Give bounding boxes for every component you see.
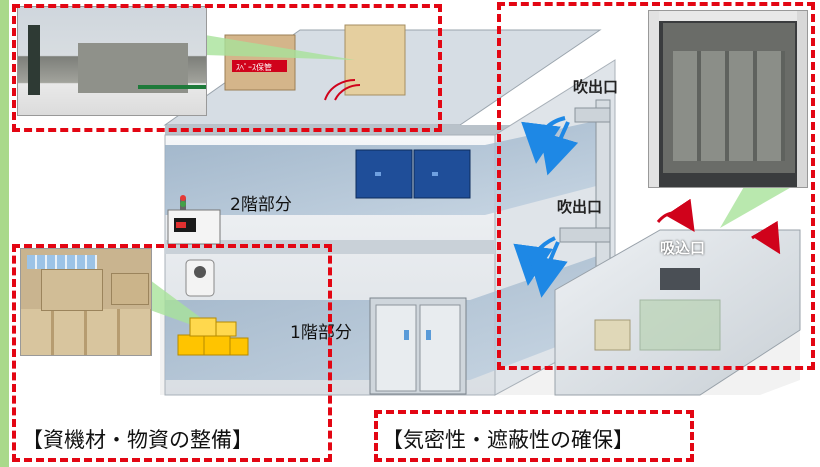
filter-unit <box>639 299 721 351</box>
callout-wedge-filter <box>720 185 795 228</box>
wall-device-dial <box>194 266 206 278</box>
vent-upper-label: 吹出口 <box>573 78 619 96</box>
floor2-door-left <box>355 149 413 199</box>
intake-arrow-left <box>656 198 695 232</box>
left-accent-stripe <box>0 0 9 467</box>
rooftop-sign <box>232 60 287 72</box>
airflow-upper-arrow-2 <box>539 121 579 176</box>
callout-wedge-roof <box>205 35 355 60</box>
intake-opening <box>660 268 700 290</box>
caption-supplies: 【資機材・物資の整備】 <box>20 424 255 454</box>
vent-lower-label: 吹出口 <box>557 198 603 216</box>
vent-lower-outlet <box>559 227 611 243</box>
rooftop-photo <box>17 6 207 116</box>
rooftop-pipes <box>324 79 361 101</box>
airflow-lower-arrow-2 <box>528 241 568 298</box>
floor1-door-left <box>375 304 417 392</box>
floor1-door-right <box>419 304 461 392</box>
airflow-upper-arrow-1 <box>521 116 566 164</box>
floor2-label: 2階部分 <box>230 195 292 215</box>
floor2-door-right <box>413 149 471 199</box>
vent-upper-outlet <box>574 107 611 123</box>
floor1-label: 1階部分 <box>290 323 352 343</box>
supply-box-5 <box>215 321 237 337</box>
supplies-photo <box>20 248 152 356</box>
highlight-supplies <box>12 244 332 462</box>
highlight-filter <box>497 2 815 370</box>
caption-airtight: 【気密性・遮蔽性の確保】 <box>380 424 636 454</box>
highlight-airtight-caption <box>374 410 694 462</box>
filter-room-photo <box>648 10 808 188</box>
highlight-rooftop <box>12 4 442 132</box>
filter-tank <box>594 319 631 351</box>
rooftop-sign-label: ｽﾍﾟｰｽ保管 <box>236 63 272 72</box>
intake-label: 吸込口 <box>660 239 706 257</box>
supply-box-3 <box>229 337 249 356</box>
intake-arrow-right <box>751 220 781 255</box>
